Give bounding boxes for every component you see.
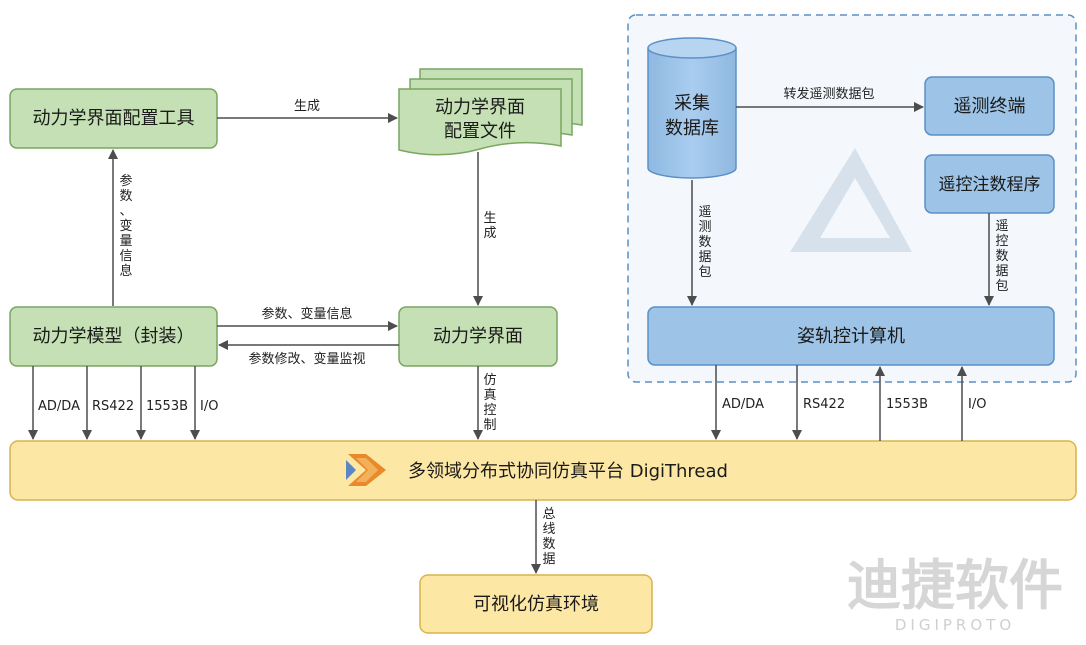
config-tool-node[interactable]: 动力学界面配置工具 xyxy=(9,88,218,149)
left-interface-label-2: RS422 xyxy=(92,399,134,414)
telemetry-terminal-node[interactable]: 遥测终端 xyxy=(924,76,1055,136)
config-file-node[interactable]: 动力学界面 配置文件 xyxy=(398,68,583,156)
dynamics-model-node[interactable]: 动力学模型（封装） xyxy=(9,306,218,367)
edge-label-params-vars-vertical: 参数、变量信息 xyxy=(119,173,132,279)
edge-label-telecommand-packets-text: 遥控数据包 xyxy=(995,219,1008,294)
database-label-line1: 采集 xyxy=(674,93,710,114)
visualization-env-label: 可视化仿真环境 xyxy=(473,594,599,615)
right-interface-label-2: RS422 xyxy=(803,397,845,412)
edge-label-generate-2: 生成 xyxy=(483,211,496,241)
edge-label-telemetry-packets: 遥测数据包 xyxy=(698,205,711,280)
digithread-logo-icon xyxy=(346,454,386,486)
telecommand-program-node[interactable]: 遥控注数程序 xyxy=(924,154,1055,214)
digithread-platform-node[interactable]: 多领域分布式协同仿真平台 DigiThread xyxy=(9,440,1077,501)
config-file-label-line1: 动力学界面 xyxy=(435,97,525,118)
edge-label-modify-monitor: 参数修改、变量监视 xyxy=(248,351,365,367)
edge-label-forward-packets: 转发遥测数据包 xyxy=(783,86,874,102)
right-interface-label-4: I/O xyxy=(968,397,986,412)
dynamics-ui-label: 动力学界面 xyxy=(433,326,523,347)
telecommand-program-label: 遥控注数程序 xyxy=(939,175,1041,195)
left-interface-label-1: AD/DA xyxy=(38,399,80,414)
edge-label-bus-data: 总线数据 xyxy=(542,507,555,567)
platform-label: 多领域分布式协同仿真平台 DigiThread xyxy=(408,461,728,482)
triangle-logo-icon xyxy=(790,148,912,252)
watermark-cn: 迪捷软件 xyxy=(847,554,1063,617)
attitude-computer-node[interactable]: 姿轨控计算机 xyxy=(647,306,1055,366)
config-tool-label: 动力学界面配置工具 xyxy=(33,108,195,129)
edge-label-generate-1: 生成 xyxy=(294,99,320,114)
right-interface-label-3: 1553B xyxy=(886,397,928,412)
database-label-line2: 数据库 xyxy=(665,118,719,139)
edge-label-params-vars-horizontal: 参数、变量信息 xyxy=(261,306,352,322)
edge-label-bus-data-text: 总线数据 xyxy=(542,507,555,567)
attitude-computer-label: 姿轨控计算机 xyxy=(797,326,905,347)
edge-label-params-vars-vertical-text: 参数、变量信息 xyxy=(119,173,132,279)
config-file-label-line2: 配置文件 xyxy=(444,121,516,142)
telemetry-terminal-label: 遥测终端 xyxy=(954,96,1026,117)
collection-database-node[interactable]: 采集 数据库 xyxy=(647,37,737,179)
edge-label-sim-control-text: 仿真控制 xyxy=(483,373,496,433)
dynamics-model-label: 动力学模型（封装） xyxy=(33,326,195,347)
visualization-env-node[interactable]: 可视化仿真环境 xyxy=(419,574,653,634)
watermark-en: DIGIPROTO xyxy=(895,616,1015,634)
edge-label-generate-2-text: 生成 xyxy=(483,211,496,241)
dynamics-ui-node[interactable]: 动力学界面 xyxy=(398,306,558,367)
company-watermark: 迪捷软件 DIGIPROTO xyxy=(847,554,1063,634)
edge-label-sim-control: 仿真控制 xyxy=(483,373,496,433)
left-interface-label-4: I/O xyxy=(200,399,218,414)
edge-label-telecommand-packets: 遥控数据包 xyxy=(995,219,1008,294)
left-interface-label-3: 1553B xyxy=(146,399,188,414)
edge-label-telemetry-packets-text: 遥测数据包 xyxy=(698,205,711,280)
right-interface-label-1: AD/DA xyxy=(722,397,764,412)
